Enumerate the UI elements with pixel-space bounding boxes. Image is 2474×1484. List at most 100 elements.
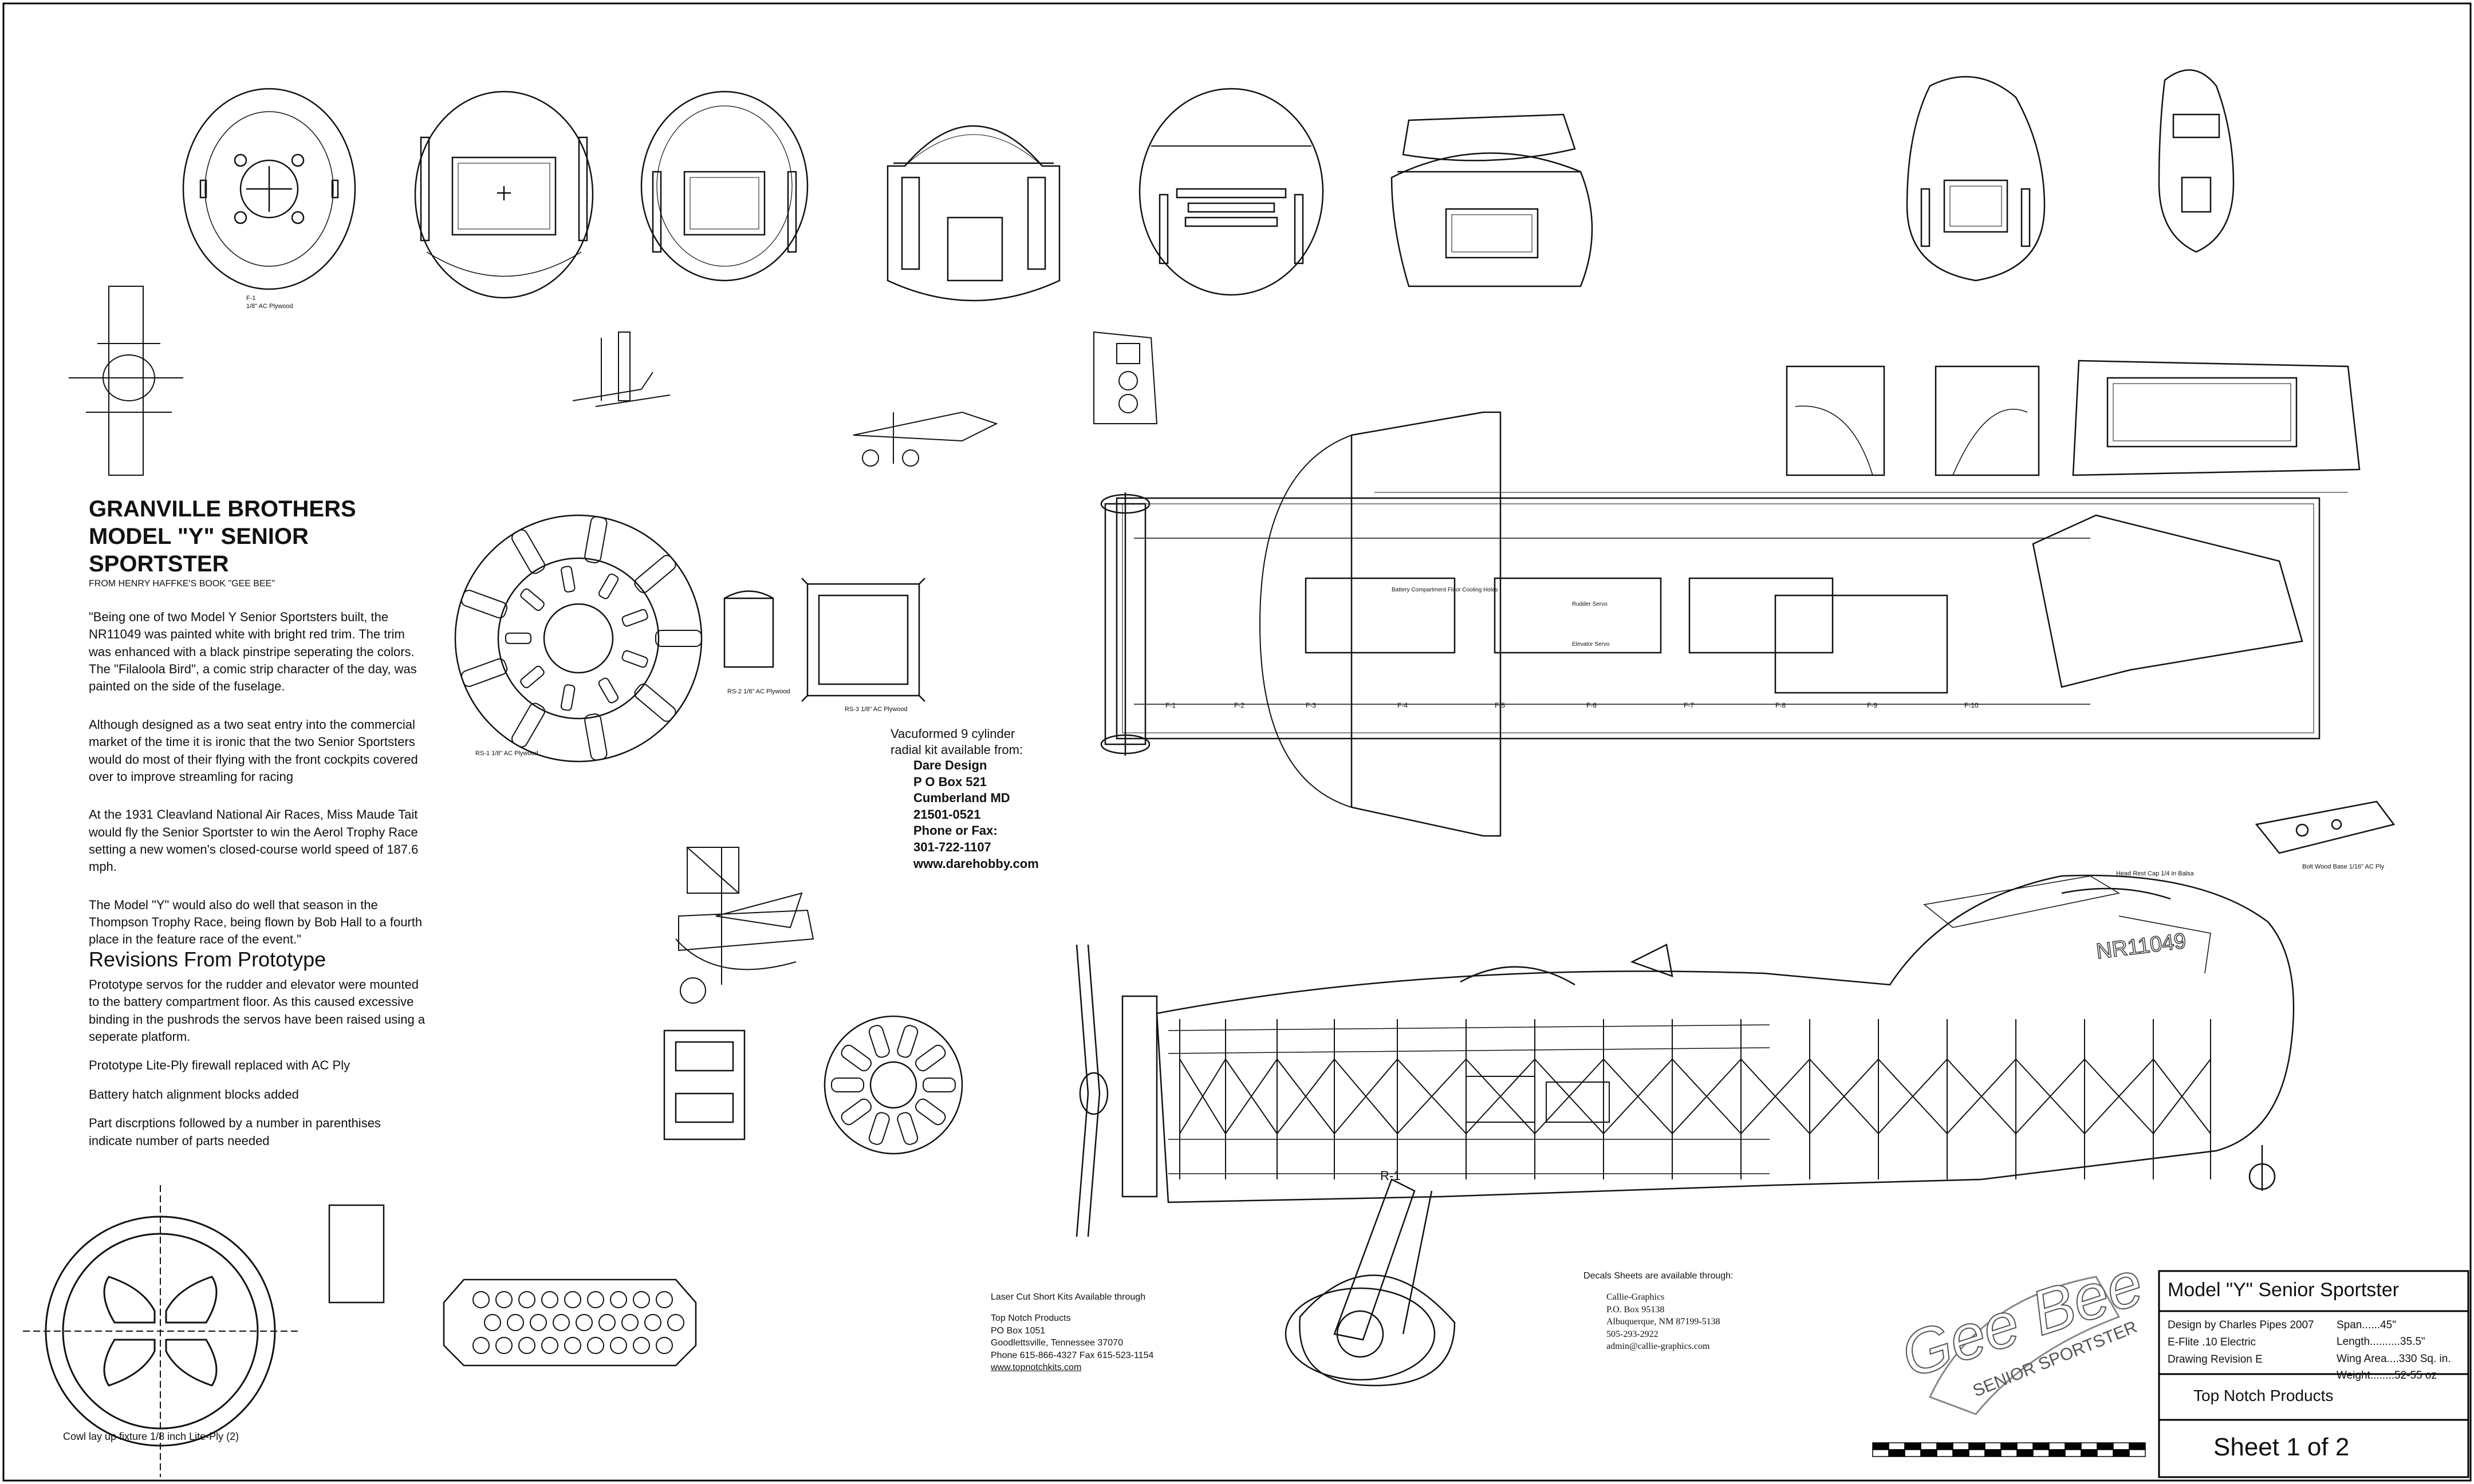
former-f1-label: F-1 1/8" AC Plywood	[246, 295, 293, 310]
cooling-hole	[564, 1337, 581, 1354]
history-para-3: At the 1931 Cleavland National Air Races…	[89, 807, 419, 874]
top-notch-url[interactable]: www.topnotchkits.com	[991, 1363, 1082, 1372]
scale-segment	[1952, 1442, 1969, 1450]
scale-segment	[1984, 1442, 2002, 1450]
top-notch-contact: Top Notch Products PO Box 1051 Goodletts…	[991, 1313, 1154, 1360]
former-f8	[2158, 69, 2235, 253]
cooling-hole	[541, 1291, 558, 1308]
cooling-hole	[610, 1337, 627, 1354]
battery-floor-plate	[443, 1278, 697, 1367]
scale-segment	[2016, 1449, 2034, 1457]
rudder-servo-label: Rudder Servo	[1572, 601, 1608, 607]
cowl-plate-frame	[328, 1204, 385, 1304]
truss-diagonal	[1397, 1059, 1467, 1134]
former-f6	[1390, 113, 1593, 287]
truss-diagonal	[1740, 1059, 1810, 1134]
cowl-slot	[868, 1025, 890, 1058]
dare-contact: Dare Design P O Box 521 Cumberland MD 21…	[913, 758, 1039, 871]
title-block-title: Model "Y" Senior Sportster	[2168, 1279, 2399, 1301]
cowl-fixture-label: Cowl lay up fixture 1/8 inch Lite-Ply (2…	[63, 1431, 239, 1442]
scale-segment	[1888, 1449, 1905, 1457]
scale-segment	[2032, 1442, 2050, 1450]
former-tag: F-5	[1495, 701, 1505, 709]
title-block-company: Top Notch Products	[2193, 1387, 2334, 1404]
fuselage-side-view	[1121, 874, 2295, 1203]
truss-diagonal	[1277, 1059, 1335, 1134]
callie-heading: Decals Sheets are available through:	[1583, 1271, 1734, 1281]
former-f2	[414, 90, 594, 299]
truss-diagonal	[1603, 1059, 1673, 1134]
scale-segment	[1984, 1449, 2002, 1457]
cowl-slot	[915, 1098, 946, 1126]
hatch-block	[1093, 331, 1158, 424]
revisions-text: Prototype servos for the rudder and elev…	[89, 976, 427, 1170]
cooling-hole	[656, 1291, 673, 1308]
inner-slot	[621, 609, 648, 627]
title-block-power: E-Flite .10 Electric	[2168, 1336, 2256, 1348]
cooling-hole	[495, 1337, 513, 1354]
inner-slot	[598, 677, 619, 704]
dare-intro: Vacuformed 9 cylinder radial kit availab…	[891, 727, 1023, 757]
truss-diagonal	[1947, 1059, 2016, 1134]
former-tag: F-1	[1165, 701, 1176, 709]
cooling-hole	[518, 1291, 535, 1308]
cooling-hole	[472, 1337, 490, 1354]
cowl-slot	[841, 1044, 872, 1072]
wing-top-view	[1116, 411, 2348, 837]
elevator-servo-label: Elevator Servo	[1572, 641, 1610, 648]
gee-bee-logo: Gee Bee SENIOR SPORTSTER	[1892, 1247, 2152, 1415]
cowl-slot	[897, 1025, 919, 1058]
history-para-1: "Being one of two Model Y Senior Sportst…	[89, 610, 417, 694]
cooling-hole	[495, 1291, 513, 1308]
servo-tray	[663, 1029, 746, 1140]
cooling-hole	[553, 1314, 570, 1331]
title-block-designer: Design by Charles Pipes 2007	[2168, 1319, 2314, 1331]
cowl-slot	[915, 1044, 946, 1072]
cooling-hole	[587, 1291, 604, 1308]
scale-segment	[1872, 1449, 1889, 1457]
former-f3	[640, 90, 809, 282]
scale-segment	[2081, 1449, 2098, 1457]
scale-segment	[1968, 1449, 1985, 1457]
former-f7	[1906, 76, 2046, 282]
scale-segment	[1872, 1442, 1889, 1450]
inner-slot	[560, 684, 576, 711]
scale-segment	[2065, 1449, 2082, 1457]
cooling-hole	[656, 1337, 673, 1354]
inner-slot	[520, 588, 545, 611]
scale-segment	[1904, 1449, 1921, 1457]
truss-diagonal	[1672, 1059, 1742, 1134]
head-rest-label: Head Rest Cap 1/4 in Balsa	[2116, 870, 2194, 877]
scale-segment	[1968, 1442, 1985, 1450]
scale-segment	[2129, 1449, 2146, 1457]
cooling-hole	[610, 1291, 627, 1308]
cooling-hole	[644, 1314, 661, 1331]
scale-segment	[1936, 1442, 1953, 1450]
truss-diagonal	[1334, 1059, 1398, 1134]
tail-wheel	[2248, 1145, 2276, 1191]
cooling-hole	[518, 1337, 535, 1354]
cooling-hole	[667, 1314, 684, 1331]
former-f5	[1138, 88, 1324, 296]
rs3-label: RS-3 1/8" AC Plywood	[845, 706, 908, 713]
history-para-4: The Model "Y" would also do well that se…	[89, 897, 423, 947]
truss-diagonal	[1225, 1059, 1278, 1134]
former-tag: F-9	[1867, 701, 1877, 709]
former-tag: F-4	[1397, 701, 1408, 709]
scale-segment	[2016, 1442, 2034, 1450]
truss-diagonal	[1809, 1059, 1879, 1134]
inner-slot	[561, 566, 576, 593]
radial-cylinder-slots	[460, 516, 702, 761]
revision-item-3: Battery hatch alignment blocks added	[89, 1087, 299, 1102]
truss-diagonal	[1878, 1059, 1948, 1134]
cylinder-slot	[655, 630, 702, 647]
cooling-hole	[633, 1291, 650, 1308]
scale-segment	[2113, 1449, 2130, 1457]
top-notch-heading: Laser Cut Short Kits Available through	[991, 1292, 1146, 1302]
cowl-slot	[897, 1112, 919, 1145]
revision-item-1: Prototype servos for the rudder and elev…	[89, 977, 426, 1044]
inner-slot	[505, 632, 532, 644]
cooling-hole	[530, 1314, 547, 1331]
cooling-hole	[598, 1314, 616, 1331]
